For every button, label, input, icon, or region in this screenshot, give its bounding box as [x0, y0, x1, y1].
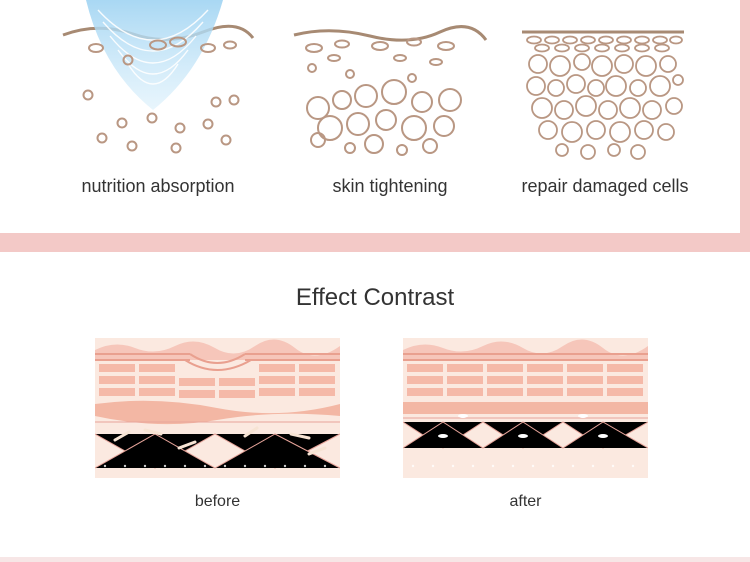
caption-before: before [194, 493, 241, 510]
caption-skin-tightening: skin tightening [332, 176, 448, 196]
caption-repair-damaged-cells: repair damaged cells [521, 176, 689, 196]
caption-after: after [509, 493, 542, 510]
caption-nutrition-absorption: nutrition absorption [81, 176, 235, 196]
skin-tightening-illustration [293, 25, 488, 156]
nutrition-absorption-illustration [62, 0, 255, 154]
skin-before-illustration [95, 338, 340, 478]
skin-after-illustration [403, 338, 648, 478]
section-title: Effect Contrast [295, 284, 455, 311]
bottom-divider [0, 557, 750, 562]
features-panel: nutrition absorption [0, 0, 740, 233]
repair-damaged-cells-illustration [522, 30, 684, 160]
